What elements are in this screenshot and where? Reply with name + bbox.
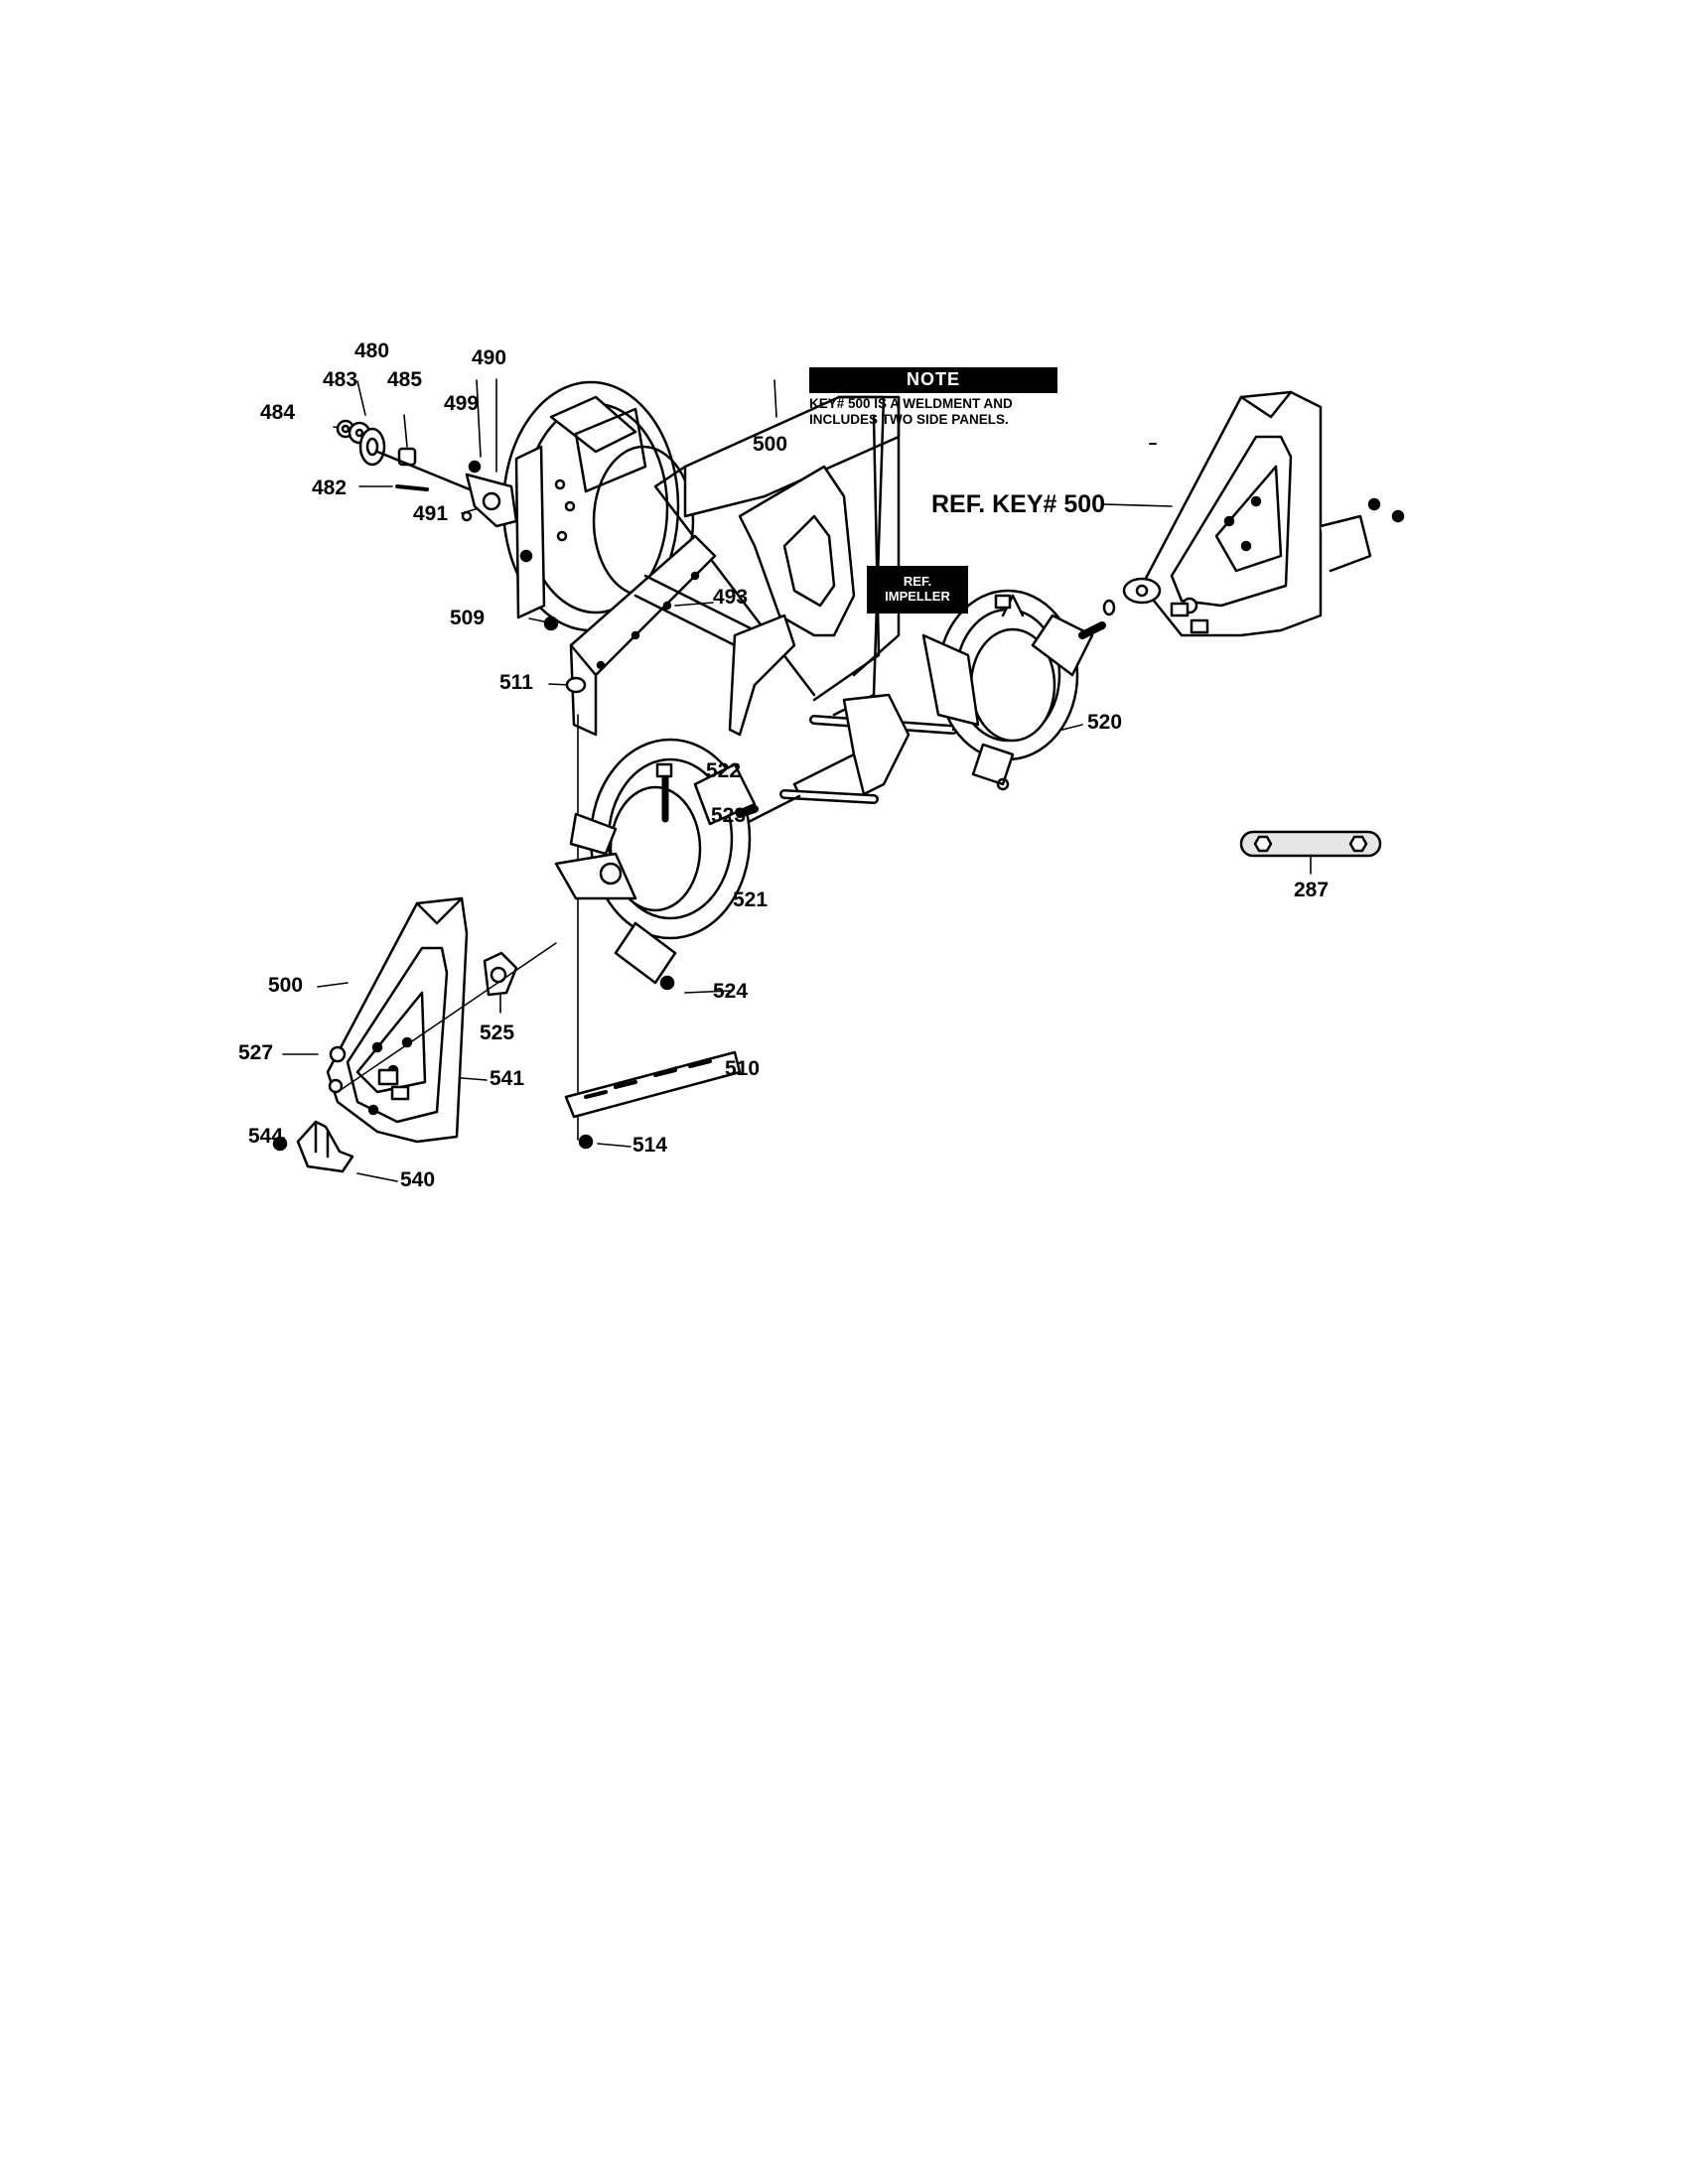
side-panel-right bbox=[1102, 390, 1405, 637]
fan-housing bbox=[501, 380, 695, 632]
part-label-500-top: 500 bbox=[753, 433, 788, 456]
note-line-2: INCLUDES TWO SIDE PANELS. bbox=[809, 412, 1009, 427]
upper-hardware bbox=[336, 419, 587, 694]
auger-right bbox=[921, 589, 1106, 791]
part-label-490: 490 bbox=[472, 346, 507, 369]
part-label-541: 541 bbox=[490, 1067, 525, 1090]
auger-left bbox=[554, 738, 759, 991]
part-label-510: 510 bbox=[725, 1057, 761, 1080]
part-label-522: 522 bbox=[706, 759, 742, 782]
side-panel-left bbox=[272, 896, 557, 1173]
note-line-1: KEY# 500 IS A WELDMENT AND bbox=[809, 396, 1013, 411]
note-box: NOTE KEY# 500 IS A WELDMENT AND INCLUDES… bbox=[809, 367, 1057, 428]
part-label-540: 540 bbox=[400, 1168, 436, 1191]
part-label-493: 493 bbox=[713, 586, 749, 609]
part-label-480: 480 bbox=[354, 340, 390, 362]
ref-key-500-label: REF. KEY# 500 bbox=[931, 490, 1106, 518]
part-label-287: 287 bbox=[1294, 879, 1330, 901]
part-label-499: 499 bbox=[444, 392, 480, 415]
part-label-509: 509 bbox=[450, 607, 486, 629]
part-label-520: 520 bbox=[1087, 711, 1123, 734]
part-label-514: 514 bbox=[632, 1134, 668, 1157]
part-label-500-left: 500 bbox=[268, 974, 304, 997]
part-label-523: 523 bbox=[711, 804, 747, 827]
part-label-525: 525 bbox=[480, 1022, 515, 1044]
part-label-521: 521 bbox=[733, 888, 769, 911]
note-text: KEY# 500 IS A WELDMENT AND INCLUDES TWO … bbox=[809, 396, 1057, 428]
auger-housing bbox=[569, 395, 901, 737]
ref-impeller-line-2: IMPELLER bbox=[885, 589, 950, 604]
shave-plate bbox=[564, 1050, 742, 1150]
gearbox-assembly bbox=[728, 614, 1005, 831]
part-label-484: 484 bbox=[260, 401, 296, 424]
part-287-link bbox=[1239, 830, 1382, 858]
part-label-511: 511 bbox=[499, 671, 533, 694]
ref-impeller-line-1: REF. bbox=[903, 574, 932, 589]
ref-impeller-box: REF. IMPELLER bbox=[867, 566, 968, 614]
part-label-485: 485 bbox=[387, 368, 423, 391]
part-label-483: 483 bbox=[323, 368, 358, 391]
part-label-482: 482 bbox=[312, 477, 348, 499]
part-label-527: 527 bbox=[238, 1041, 274, 1064]
part-label-491: 491 bbox=[413, 502, 449, 525]
part-label-524: 524 bbox=[713, 980, 749, 1003]
note-header: NOTE bbox=[809, 367, 1057, 393]
part-label-544: 544 bbox=[248, 1125, 284, 1148]
